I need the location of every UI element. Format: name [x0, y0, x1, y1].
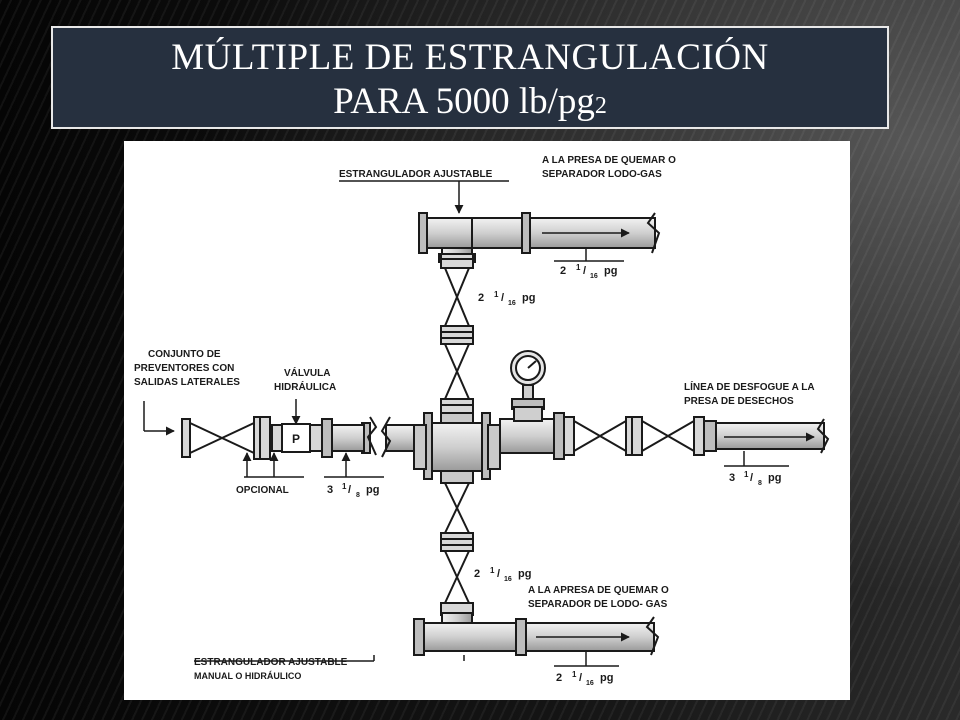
left-inlet-arrow [143, 401, 175, 436]
size-whole: 2 [474, 568, 480, 580]
size-label-bottom-vertical: 2 1 / 16 pg [474, 566, 531, 583]
top-vertical-valves [440, 253, 474, 414]
size-numerator: 1 [576, 263, 581, 272]
hydraulic-valve-p-label: P [292, 432, 300, 446]
size-label-top-outlet: 2 1 / 16 pg [560, 263, 617, 280]
size-slash: / [501, 292, 504, 304]
diagram-canvas: P ESTRANGULADOR AJUSTABLE A LA PRESA DE … [134, 155, 830, 687]
pressure-gauge [510, 350, 546, 410]
title-line-2: PARA 5000 lb/pg2 [53, 80, 887, 128]
bottom-tee-callout [194, 655, 465, 662]
central-cross [413, 412, 501, 484]
size-denominator: 16 [590, 273, 598, 280]
top-tee-callout [339, 180, 509, 214]
bottom-vertical-valves [440, 482, 474, 616]
size-label-top-vertical: 2 1 / 16 pg [478, 290, 535, 307]
size-whole: 3 [327, 484, 333, 496]
opcional-callout [242, 452, 304, 478]
right-gauge-tee [499, 406, 565, 460]
left-valves [181, 416, 323, 460]
title-line-2-exponent: 2 [594, 93, 607, 119]
size-slash: / [583, 265, 586, 277]
left-inlet-line [321, 416, 415, 458]
right-outlet-line [703, 418, 830, 467]
size-whole: 2 [556, 672, 562, 684]
size-unit: pg [768, 472, 781, 484]
bop-label-line-1: CONJUNTO DE [148, 349, 221, 360]
size-denominator: 8 [356, 492, 360, 499]
size-unit: pg [518, 568, 531, 580]
bop-label-line-3: SALIDAS LATERALES [134, 377, 240, 388]
size-label-left-inlet: 3 1 / 8 pg [327, 482, 379, 499]
size-numerator: 1 [494, 290, 499, 299]
bottom-choke-label-1: ESTRANGULADOR AJUSTABLE [194, 657, 348, 668]
title-line-1: MÚLTIPLE DE ESTRANGULACIÓN [171, 37, 769, 78]
size-slash: / [750, 472, 753, 484]
size-unit: pg [600, 672, 613, 684]
size-slash: / [348, 484, 351, 496]
choke-manifold-diagram: P ESTRANGULADOR AJUSTABLE A LA PRESA DE … [124, 141, 850, 700]
bottom-choke-label-2: MANUAL O HIDRÁULICO [194, 671, 301, 681]
top-destination-line-2: SEPARADOR LODO-GAS [542, 169, 662, 180]
top-destination-line-1: A LA PRESA DE QUEMAR O [542, 155, 676, 166]
size-numerator: 1 [342, 482, 347, 491]
size-label-bottom-outlet: 2 1 / 16 pg [556, 670, 613, 687]
bottom-outlet-line [413, 612, 660, 656]
top-outlet-size-callout [554, 248, 624, 262]
bottom-outlet-size-callout [554, 651, 619, 667]
hydraulic-valve-label-2: HIDRÁULICA [274, 380, 336, 393]
size-denominator: 8 [758, 480, 762, 487]
optional-label: OPCIONAL [236, 485, 289, 496]
size-denominator: 16 [504, 576, 512, 583]
size-whole: 2 [560, 265, 566, 277]
bottom-destination-line-2: SEPARADOR DE LODO- GAS [528, 599, 668, 610]
top-choke-label: ESTRANGULADOR AJUSTABLE [339, 169, 493, 180]
size-whole: 2 [478, 292, 484, 304]
size-unit: pg [522, 292, 535, 304]
size-unit: pg [366, 484, 379, 496]
bleed-line-label-2: PRESA DE DESECHOS [684, 396, 794, 407]
bleed-line-label-1: LÍNEA DE DESFOGUE A LA [684, 380, 815, 393]
size-denominator: 16 [508, 300, 516, 307]
size-unit: pg [604, 265, 617, 277]
hydraulic-valve-label-1: VÁLVULA [284, 366, 330, 379]
left-size-callout [324, 452, 384, 478]
bottom-destination-line-1: A LA APRESA DE QUEMAR O [528, 585, 669, 596]
size-whole: 3 [729, 472, 735, 484]
size-numerator: 1 [490, 566, 495, 575]
title-banner: MÚLTIPLE DE ESTRANGULACIÓN PARA 5000 lb/… [51, 26, 889, 129]
size-label-right-outlet: 3 1 / 8 pg [729, 470, 781, 487]
size-slash: / [497, 568, 500, 580]
size-numerator: 1 [572, 670, 577, 679]
title-line-2-text: PARA 5000 lb/pg [333, 81, 595, 122]
size-numerator: 1 [744, 470, 749, 479]
bop-label-line-2: PREVENTORES CON [134, 363, 234, 374]
size-denominator: 16 [586, 680, 594, 687]
size-slash: / [579, 672, 582, 684]
right-valves [563, 416, 705, 456]
